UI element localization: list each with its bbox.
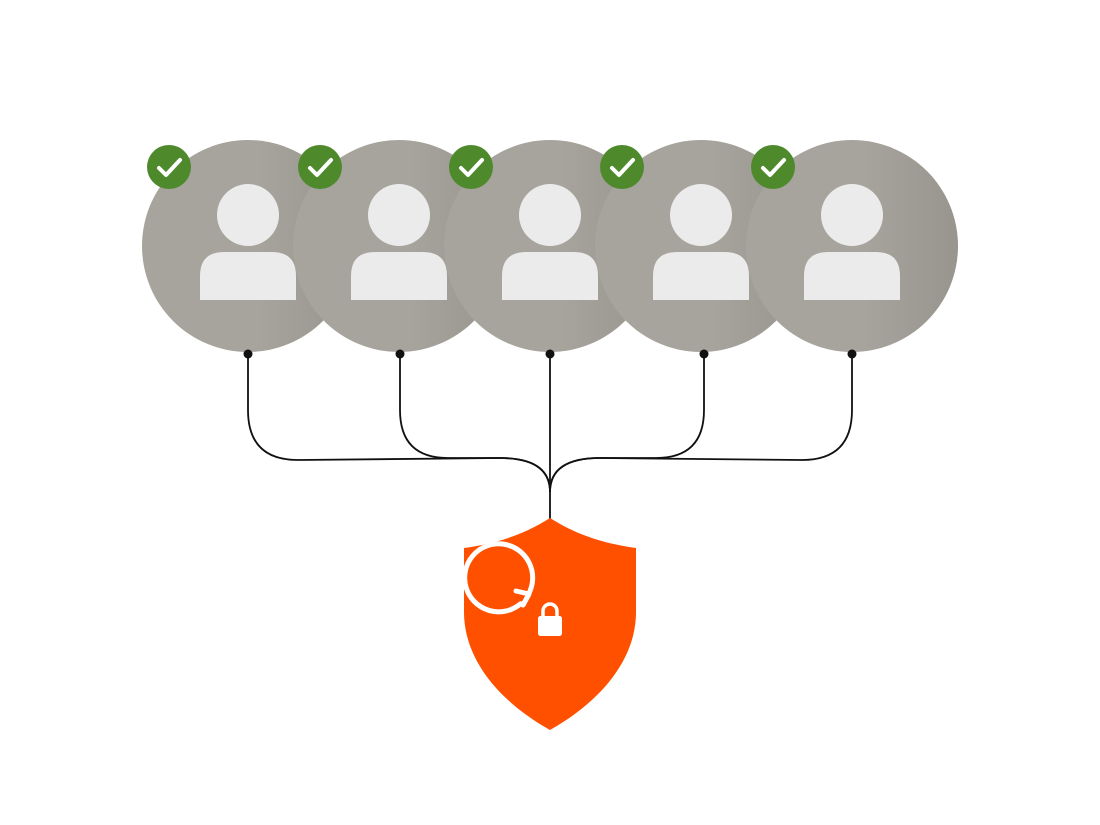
user-avatar-4 bbox=[595, 140, 807, 352]
connector-dot-1 bbox=[243, 349, 253, 359]
user-icon bbox=[653, 184, 749, 300]
check-badge-icon bbox=[449, 145, 493, 189]
shield-icon bbox=[462, 518, 636, 730]
connector-dot-4 bbox=[699, 349, 709, 359]
user-avatar-5 bbox=[746, 140, 958, 352]
user-avatar-3 bbox=[444, 140, 656, 352]
connector-line-2 bbox=[399, 354, 551, 493]
user-icon bbox=[804, 184, 900, 300]
connector-line-1 bbox=[247, 354, 551, 493]
check-badge-icon bbox=[600, 145, 644, 189]
connector-line-4 bbox=[549, 354, 853, 493]
connector-dot-2 bbox=[395, 349, 405, 359]
user-icon bbox=[200, 184, 296, 300]
connector-line-3 bbox=[549, 354, 705, 493]
user-avatar-1 bbox=[142, 140, 354, 352]
check-badge-icon bbox=[147, 145, 191, 189]
connector-dot-5 bbox=[847, 349, 857, 359]
user-avatar-2 bbox=[293, 140, 505, 352]
user-group bbox=[142, 140, 958, 359]
user-icon bbox=[351, 184, 447, 300]
check-badge-icon bbox=[751, 145, 795, 189]
user-icon bbox=[502, 184, 598, 300]
lock-restore-icon bbox=[462, 541, 562, 636]
connector-dot-3 bbox=[545, 349, 555, 359]
connector-lines bbox=[247, 354, 853, 520]
check-badge-icon bbox=[298, 145, 342, 189]
